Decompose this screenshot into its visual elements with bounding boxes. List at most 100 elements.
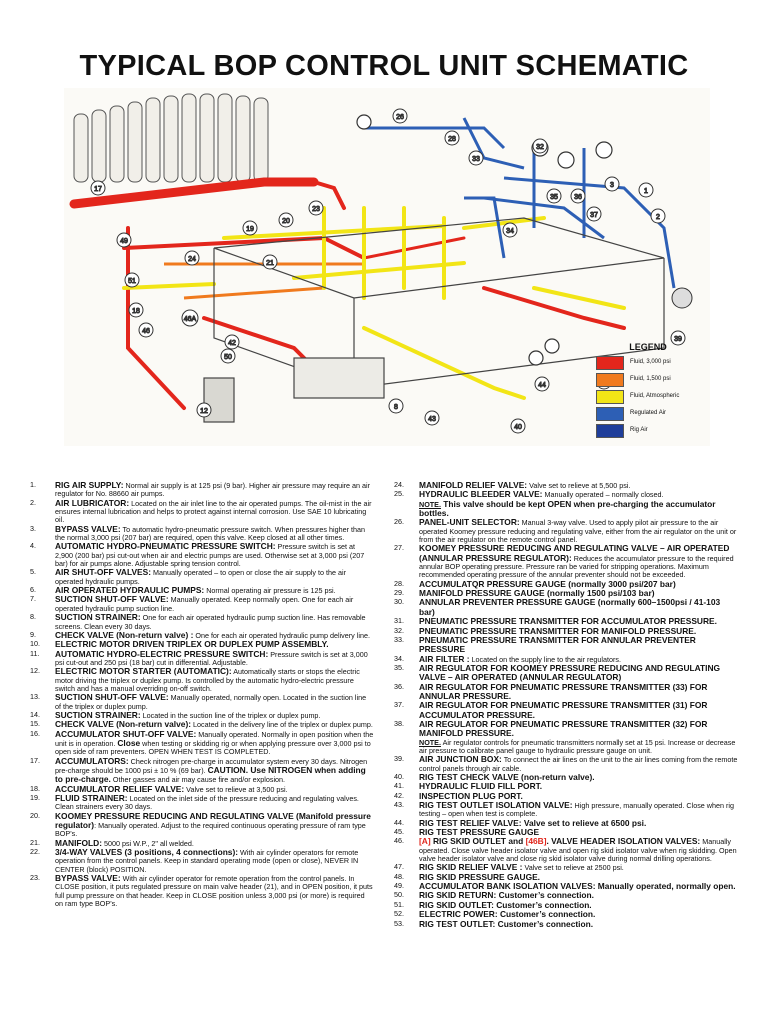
item-text: Check nitrogen pre-charge in accumulator… (55, 756, 368, 775)
list-item: 13.SUCTION SHUT-OFF VALVE: Manually oper… (30, 692, 374, 711)
item-text: Located on the air inlet line to the air… (55, 498, 372, 525)
legend-swatch (596, 373, 624, 387)
item-heading: HYDRAULIC BLEEDER VALVE: (419, 489, 543, 500)
list-item: 2.AIR LUBRICATOR: Located on the air inl… (30, 497, 374, 525)
callout-39: 39 (670, 330, 686, 346)
item-heading: ELECTRIC POWER: Customer’s connection. (419, 909, 596, 920)
item-text: Manual 3-way valve. Used to apply pilot … (419, 518, 737, 545)
svg-text:35: 35 (550, 194, 558, 201)
list-item: 29.MANIFOLD PRESSURE GAUGE (normally 150… (394, 588, 738, 598)
svg-text:36: 36 (574, 194, 582, 201)
legend-label: Rig Air (630, 427, 648, 433)
item-text: To connect the air lines on the unit to … (419, 755, 738, 773)
item-text: 5000 psi W.P., 2" all welded. (101, 838, 194, 848)
item-number: 34. (394, 653, 404, 663)
item-heading: AIR REGULATOR FOR KOOMEY PRESSURE REDUCI… (419, 662, 721, 683)
svg-text:2: 2 (656, 214, 660, 221)
item-text: Pressure switch is set at 3,000 psi cut-… (55, 649, 368, 667)
callout-34: 34 (502, 222, 518, 238)
item-heading: RIG SKID OUTLET: Customer’s connection. (419, 899, 592, 910)
callout-3: 3 (604, 176, 620, 192)
list-item: 44.RIG TEST RELIEF VALVE: Valve set to r… (394, 818, 738, 828)
list-item: 34.AIR FILTER : Located on the supply li… (394, 653, 738, 664)
list-item: 40.RIG TEST CHECK VALVE (non-return valv… (394, 772, 738, 782)
item-number: 53. (394, 918, 404, 928)
item-text: Located in the suction line of the tripl… (140, 710, 321, 720)
item-text: : Manually operated. Adjust to the requi… (55, 821, 366, 839)
svg-text:50: 50 (224, 354, 232, 361)
item-heading: INSPECTION PLUG PORT. (419, 790, 523, 801)
item-heading: ACCUMULATOR BANK ISOLATION VALVES: Manua… (419, 881, 736, 892)
legend-label: Fluid, Atmospheric (630, 393, 680, 399)
list-item: 22.3/4-WAY VALVES (3 positions, 4 connec… (30, 847, 374, 874)
list-item: 20.KOOMEY PRESSURE REDUCING AND REGULATI… (30, 810, 374, 839)
svg-text:49: 49 (120, 238, 128, 245)
item-tag: [46B] (525, 836, 547, 847)
item-number: 32. (394, 625, 404, 635)
list-item: 49. ACCUMULATOR BANK ISOLATION VALVES: Ma… (394, 881, 738, 892)
svg-text:18: 18 (132, 308, 140, 315)
item-heading: AIR REGULATOR FOR PNEUMATIC PRESSURE TRA… (419, 718, 708, 739)
item-number: 11. (30, 648, 40, 658)
item-text: Valve set to relieve at 3,500 psi. (184, 784, 288, 794)
svg-text:37: 37 (590, 212, 598, 219)
item-text: Manually operated. Normally in open posi… (55, 729, 374, 748)
list-item: 23.BYPASS VALVE: With air cylinder opera… (30, 873, 374, 908)
list-item: 52. ELECTRIC POWER: Customer’s connection… (394, 909, 738, 920)
callout-49: 49 (116, 232, 132, 248)
callout-46a: 46A (181, 309, 199, 327)
callout-33: 33 (468, 150, 484, 166)
list-item: 46.[A] RIG SKID OUTLET and [46B]. VALVE … (394, 837, 738, 863)
svg-text:20: 20 (282, 218, 290, 225)
callout-8: 8 (388, 398, 404, 414)
accumulator-bank (73, 93, 269, 183)
legend-swatch (596, 356, 624, 370)
svg-text:28: 28 (448, 136, 456, 143)
svg-text:43: 43 (428, 416, 436, 423)
callout-2: 2 (650, 208, 666, 224)
list-item: 47.RIG SKID RELIEF VALVE : Valve set to … (394, 863, 738, 873)
item-heading: RIG SKID RETURN: Customer’s connection. (419, 890, 594, 901)
callout-1: 1 (638, 182, 654, 198)
list-item: 31.PNEUMATIC PRESSURE TRANSMITTER FOR AC… (394, 616, 738, 626)
item-number: 16. (30, 728, 40, 738)
item-text: Located on the inlet side of the pressur… (55, 794, 359, 812)
item-heading: AIR LUBRICATOR: (55, 497, 130, 508)
callout-40: 40 (510, 418, 526, 434)
legend-label: Regulated Air (630, 410, 667, 416)
item-heading: AIR FILTER : (419, 653, 470, 664)
item-heading: PNEUMATIC PRESSURE TRANSMITTER FOR ANNUL… (419, 634, 696, 655)
callout-26: 26 (392, 108, 408, 124)
item-number: 23. (30, 873, 40, 883)
item-number: 46. (394, 836, 404, 846)
item-number: 6. (30, 585, 36, 595)
item-heading: ACCUMULATORS: (55, 755, 129, 766)
list-item: 39.AIR JUNCTION BOX: To connect the air … (394, 754, 738, 773)
item-heading: AIR REGULATOR FOR PNEUMATIC PRESSURE TRA… (419, 681, 708, 701)
list-item: 48.RIG SKID PRESSURE GAUGE. (394, 872, 738, 882)
callout-24: 24 (184, 250, 200, 266)
list-item: 27.KOOMEY PRESSURE REDUCING AND REGULATI… (394, 543, 738, 580)
item-text: Normal operating air pressure is 125 psi… (204, 586, 336, 596)
item-number: 15. (30, 719, 40, 729)
item-number: 8. (30, 612, 36, 622)
list-item: 19.FLUID STRAINER: Located on the inlet … (30, 793, 374, 812)
item-number: 52. (394, 909, 404, 919)
list-item: 4.AUTOMATIC HYDRO-PNEUMATIC PRESSURE SWI… (30, 542, 374, 568)
item-number: 10. (30, 639, 40, 649)
fluid-atmospheric-lines (122, 206, 626, 400)
item-number: 33. (394, 634, 404, 644)
fluid-1500-lines (164, 262, 364, 300)
list-item: 50.RIG SKID RETURN: Customer’s connectio… (394, 891, 738, 900)
item-heading: FLUID STRAINER: (55, 793, 128, 804)
list-item: 42.INSPECTION PLUG PORT. (394, 790, 738, 801)
item-heading: KOOMEY PRESSURE REDUCING AND REGULATING … (419, 543, 730, 563)
item-heading: KOOMEY PRESSURE REDUCING AND REGULATING … (55, 810, 371, 831)
legend-swatch (596, 424, 624, 438)
callout-37: 37 (586, 206, 602, 222)
item-number: 49. (394, 881, 404, 891)
item-text: Pressure switch is set at 2,900 (200 bar… (55, 542, 365, 569)
callout-17: 17 (90, 180, 106, 196)
svg-text:44: 44 (538, 382, 546, 389)
item-text: Automatically starts or stops the electr… (55, 667, 360, 693)
